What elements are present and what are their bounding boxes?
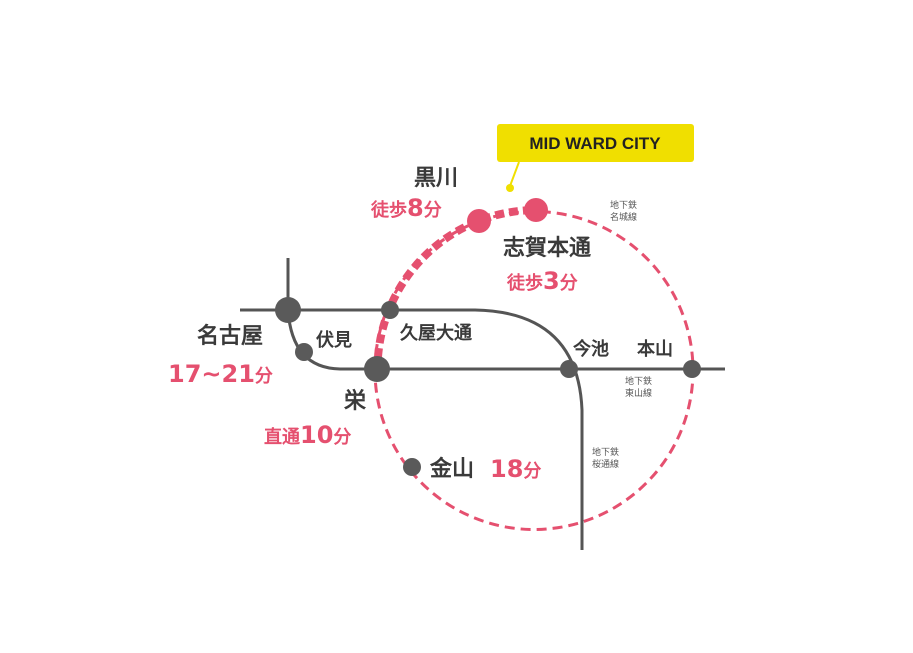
meijo-line-label-2: 名城線 <box>610 211 637 223</box>
station-nagoya-marker <box>275 297 301 323</box>
station-sakae-name: 栄 <box>343 389 367 414</box>
shiga-time-prefix: 徒歩 <box>506 272 543 294</box>
sakuradori-line <box>240 308 584 550</box>
labels: 黒川 徒歩8分 志賀本通 徒歩3分 名古屋 17~21分 伏見 久屋大通 栄 直… <box>168 166 673 483</box>
station-nagoya-name: 名古屋 <box>197 323 263 349</box>
callout-label: MID WARD CITY <box>529 134 661 153</box>
sakuradori-line-label-2: 桜通線 <box>592 458 619 470</box>
station-kurokawa-time: 徒歩8分 <box>370 194 442 222</box>
kanayama-time-unit: 分 <box>523 461 541 482</box>
callout-pointer <box>509 161 520 187</box>
station-shiga-hondori-name: 志賀本通 <box>503 236 591 261</box>
higashiyama-line-label-1: 地下鉄 <box>625 375 652 387</box>
station-kanayama-name: 金山 <box>429 456 474 482</box>
shiga-time-value: 3 <box>543 267 560 295</box>
station-imaike-marker <box>560 360 578 378</box>
station-hisaya-odori-marker <box>381 301 399 319</box>
station-sakae-time: 直通10分 <box>264 421 351 449</box>
shiga-time-unit: 分 <box>560 273 578 294</box>
station-nagoya-time: 17~21分 <box>168 360 273 388</box>
station-kurokawa-marker <box>467 209 491 233</box>
kurokawa-time-value: 8 <box>407 194 424 222</box>
station-kanayama-marker <box>403 458 421 476</box>
sakuradori-line-label-1: 地下鉄 <box>592 446 619 458</box>
nagoya-time-value: 17~21 <box>168 360 255 388</box>
kurokawa-time-unit: 分 <box>424 200 442 221</box>
station-motoyama-marker <box>683 360 701 378</box>
nagoya-time-unit: 分 <box>255 366 273 387</box>
meijo-line-label-1: 地下鉄 <box>610 199 637 211</box>
station-sakae-marker <box>364 356 390 382</box>
station-kanayama-time: 18分 <box>490 455 541 483</box>
meijo-highlight <box>374 206 537 358</box>
higashiyama-line-label-2: 東山線 <box>625 387 652 399</box>
stations <box>275 198 701 476</box>
station-motoyama-name: 本山 <box>637 338 673 360</box>
sakae-time-unit: 分 <box>333 427 351 448</box>
callout-pointer-dot <box>506 184 514 192</box>
station-fushimi-marker <box>295 343 313 361</box>
station-imaike-name: 今池 <box>573 338 609 360</box>
station-shiga-hondori-time: 徒歩3分 <box>506 267 578 295</box>
station-shiga-hondori-marker <box>524 198 548 222</box>
sakae-time-value: 10 <box>300 421 333 449</box>
kanayama-time-value: 18 <box>490 455 523 483</box>
gray-lines <box>240 258 725 550</box>
mid-ward-city-callout: MID WARD CITY <box>497 124 694 192</box>
station-fushimi-name: 伏見 <box>316 329 352 351</box>
station-kurokawa-name: 黒川 <box>414 166 458 191</box>
callout-box <box>497 124 694 162</box>
kurokawa-time-prefix: 徒歩 <box>370 199 407 221</box>
station-hisaya-odori-name: 久屋大通 <box>400 322 472 344</box>
sakae-time-prefix: 直通 <box>264 426 300 448</box>
